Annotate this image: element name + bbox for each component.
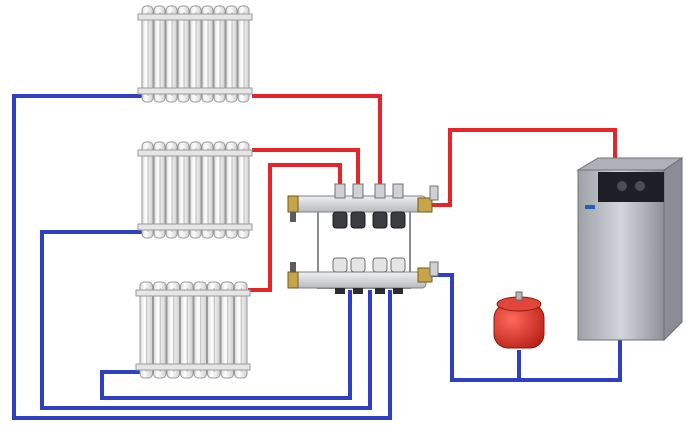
supply-flow-meter	[372, 211, 388, 229]
boiler-control-panel	[598, 172, 664, 202]
supply-pipe-boiler	[430, 128, 617, 207]
radiator-top	[137, 5, 253, 103]
supply-outlet-port	[352, 183, 364, 199]
return-inlet-port	[353, 288, 363, 294]
radiator-header-top	[137, 149, 253, 157]
return-inlet-port	[375, 288, 385, 294]
supply-pipes	[248, 94, 617, 292]
return-pipes	[12, 94, 622, 420]
supply-pipe-bottom-radiator	[248, 163, 342, 292]
boiler-side	[663, 157, 683, 342]
boiler-logo	[585, 205, 595, 209]
supply-flow-meter	[332, 211, 348, 229]
supply-flow-meter	[390, 211, 406, 229]
boiler-dial-right	[635, 181, 645, 191]
supply-outlet-port	[392, 183, 404, 199]
supply-outlet-port	[374, 183, 386, 199]
return-end-valve	[417, 261, 439, 283]
left-air-vent-top	[287, 195, 299, 222]
left-air-vent-bottom	[287, 262, 299, 289]
return-valve-cap	[372, 257, 388, 273]
radiator-middle	[137, 141, 253, 239]
return-valve-cap	[332, 257, 348, 273]
boiler-dial-left	[617, 181, 627, 191]
manifold-assembly	[287, 183, 439, 294]
radiator-bottom	[135, 281, 251, 379]
return-pipe-top-radiator	[12, 94, 392, 420]
return-manifold-bar	[291, 271, 427, 289]
radiator-header-top	[135, 289, 251, 297]
radiator-header-bottom	[135, 363, 251, 371]
expansion-tank-icon	[493, 291, 545, 349]
boiler-icon	[576, 157, 684, 342]
tank-top-valve	[515, 291, 523, 301]
supply-pipe-top-radiator	[252, 94, 382, 185]
return-pipe-boiler	[430, 273, 622, 382]
return-inlet-port	[393, 288, 403, 294]
radiator-header-bottom	[137, 87, 253, 95]
radiator-header-top	[137, 13, 253, 21]
return-pipe-bottom-radiator	[100, 290, 352, 400]
return-pipe-middle-radiator	[40, 230, 372, 410]
supply-pipe-middle-radiator	[252, 148, 360, 185]
return-inlet-port	[335, 288, 345, 294]
radiator-header-bottom	[137, 223, 253, 231]
supply-outlet-port	[334, 183, 346, 199]
supply-end-valve	[417, 185, 439, 213]
return-valve-cap	[350, 257, 366, 273]
return-valve-cap	[390, 257, 406, 273]
supply-flow-meter	[350, 211, 366, 229]
